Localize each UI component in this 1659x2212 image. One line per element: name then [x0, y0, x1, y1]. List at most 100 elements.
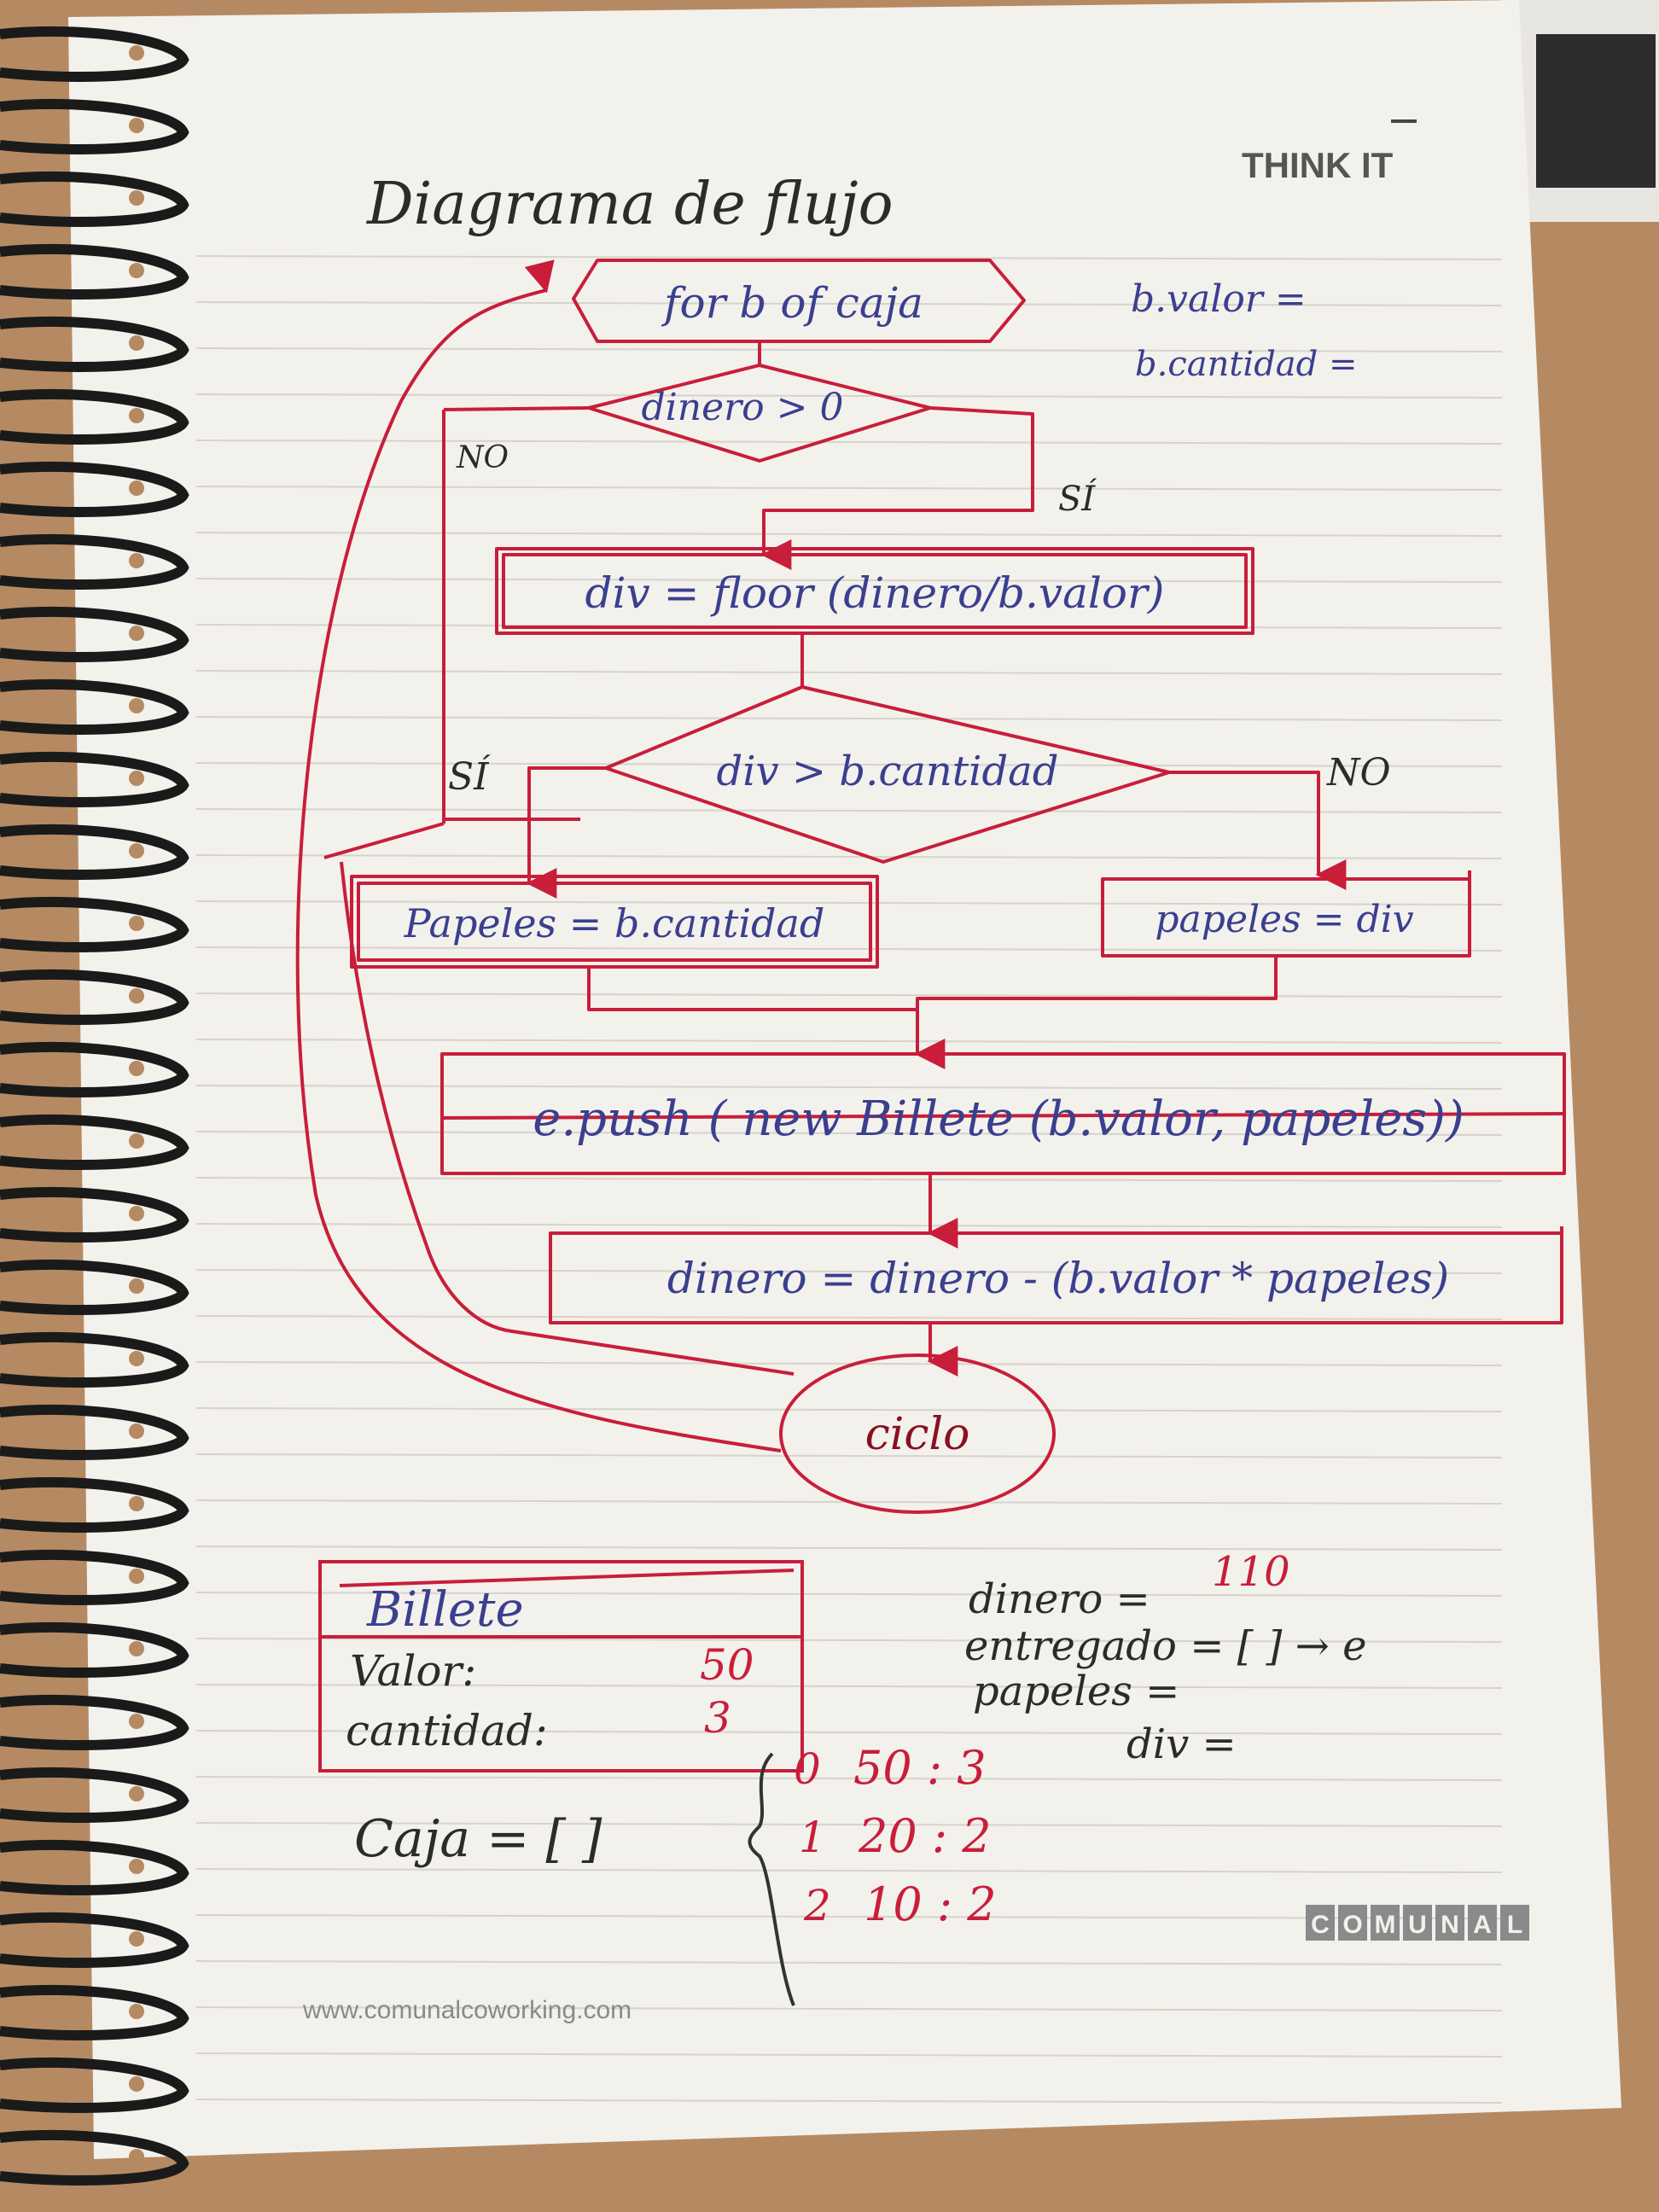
binding-hole	[129, 1641, 144, 1656]
spiral-ring	[0, 171, 189, 227]
spiral-ring	[0, 1186, 189, 1243]
var-dinero-label: dinero =	[969, 1575, 1150, 1623]
caja-item-value: 50 : 3	[853, 1741, 987, 1795]
binding-hole	[129, 480, 144, 496]
decision2-yes-label: SÍ	[448, 754, 491, 799]
ruled-line	[195, 1039, 1503, 1044]
notebook-page	[68, 0, 1621, 2159]
binding-hole	[129, 118, 144, 133]
binding-hole	[129, 1859, 144, 1874]
ruled-line	[195, 1131, 1503, 1136]
ruled-line	[195, 255, 1503, 260]
logo-letter-box	[1371, 1905, 1400, 1941]
binding-hole	[129, 1133, 144, 1149]
loop-back-line	[295, 259, 782, 1452]
ruled-line	[195, 439, 1503, 445]
logo-letter: L	[1507, 1911, 1522, 1939]
binding-hole	[129, 843, 144, 859]
process-push-label: e.push ( new Billete (b.valor, papeles))	[533, 1091, 1464, 1147]
spiral-ring	[0, 533, 189, 590]
decision2-label: div > b.cantidad	[716, 748, 1058, 795]
process-div-label: div = floor (dinero/b.valor)	[585, 568, 1165, 618]
spiral-ring	[0, 2057, 189, 2113]
billete-cantidad-label: cantidad:	[346, 1706, 548, 1755]
ruled-line	[195, 1315, 1503, 1320]
binding-hole	[129, 1714, 144, 1729]
ruled-line	[195, 1269, 1503, 1274]
spiral-ring	[0, 969, 189, 1025]
decision2-no-label: NO	[1326, 751, 1391, 795]
spiral-ring	[0, 751, 189, 807]
ruled-line	[195, 486, 1503, 491]
caja-items: 0 50 : 3 1 20 : 2 2 10 : 2	[794, 1741, 997, 1931]
spiral-ring	[0, 1984, 189, 2040]
binding-hole	[129, 626, 144, 641]
note-cantidad: b.cantidad =	[1135, 345, 1358, 384]
decision1-label: dinero > 0	[642, 386, 844, 429]
spiral-ring	[0, 1259, 189, 1315]
caja-item-value: 20 : 2	[858, 1809, 992, 1863]
logo-letter-box	[1500, 1905, 1529, 1941]
background-device	[1536, 34, 1656, 188]
binding-hole	[129, 263, 144, 278]
var-entregado: entregado = [ ] → e	[964, 1622, 1367, 1670]
ruled-line	[195, 1638, 1503, 1643]
spiral-ring	[0, 1549, 189, 1605]
footer-url: www.comunalcoworking.com	[302, 1996, 632, 2024]
spiral-ring	[0, 896, 189, 952]
spiral-ring	[0, 388, 189, 445]
ruled-line	[195, 670, 1503, 675]
ruled-line	[195, 301, 1503, 306]
billete-title: Billete	[366, 1582, 524, 1638]
binding-hole	[129, 1423, 144, 1439]
loop-hexagon	[572, 259, 1026, 343]
process-papeles-b-label: papeles = div	[1155, 898, 1413, 941]
ruled-line	[195, 2006, 1503, 2011]
caja-label: Caja = [ ]	[354, 1809, 602, 1869]
ruled-line	[195, 2052, 1503, 2058]
spiral-ring	[0, 461, 189, 517]
binding-hole	[129, 1206, 144, 1221]
ruled-line	[195, 347, 1503, 352]
caja-brace	[748, 1752, 795, 2006]
ruled-lines	[195, 255, 1503, 2104]
logo-letter-box	[1306, 1905, 1335, 1941]
ruled-line	[195, 1545, 1503, 1551]
ruled-line	[195, 1914, 1503, 1919]
spiral-binding	[0, 26, 189, 2186]
spiral-ring	[0, 1114, 189, 1170]
binding-hole	[129, 408, 144, 423]
logo-letter: M	[1375, 1911, 1396, 1939]
logo-letter: N	[1441, 1911, 1459, 1939]
binding-hole	[129, 1931, 144, 1947]
spiral-ring	[0, 824, 189, 880]
ruled-line	[195, 393, 1503, 399]
ruled-line	[195, 1960, 1503, 1965]
caja-item-index: 0	[794, 1744, 821, 1794]
logo-letter: C	[1311, 1911, 1330, 1939]
binding-hole	[129, 1351, 144, 1366]
spiral-ring	[0, 1041, 189, 1097]
logo-letter-box	[1338, 1905, 1367, 1941]
binding-hole	[129, 916, 144, 931]
spiral-ring	[0, 1476, 189, 1533]
spiral-ring	[0, 1694, 189, 1750]
ruled-line	[195, 900, 1503, 905]
logo-letter-box	[1468, 1905, 1497, 1941]
ruled-line	[195, 854, 1503, 859]
caja-item-index: 2	[803, 1881, 831, 1930]
caja-item-value: 10 : 2	[864, 1877, 997, 1931]
spiral-ring	[0, 316, 189, 372]
logo-letter-box	[1435, 1905, 1464, 1941]
ruled-line	[195, 1407, 1503, 1412]
decision1-yes-label: SÍ	[1058, 479, 1097, 519]
ruled-line	[195, 946, 1503, 952]
decision1-no-label: NO	[456, 440, 509, 475]
caja-item-index: 1	[799, 1813, 826, 1862]
ruled-line	[195, 1177, 1503, 1182]
loop-label: for b of caja	[661, 278, 923, 328]
diagram-title: Diagrama de flujo	[365, 171, 894, 238]
ruled-line	[195, 1730, 1503, 1735]
